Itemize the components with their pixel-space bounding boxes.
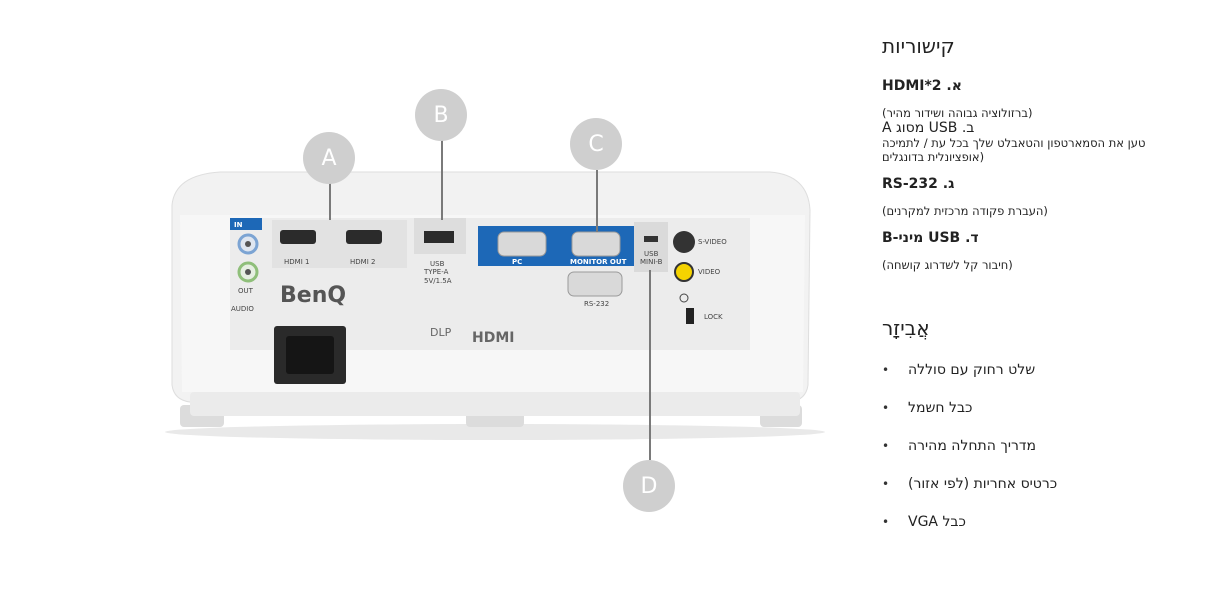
bullet-icon: • <box>882 363 890 377</box>
in-label: IN <box>234 221 243 229</box>
list-item: • כרטיס אחריות (לפי אזור) <box>882 474 1192 512</box>
hdmi2-label: HDMI 2 <box>350 258 376 266</box>
audio-label: AUDIO <box>231 305 254 313</box>
callout-badge-d: D <box>623 460 675 512</box>
callout-badge-b: B <box>415 89 467 141</box>
callout-badge-c: C <box>570 118 622 170</box>
connectivity-item-a-desc: (ברזולוציה גבוהה ושידור מהיר) <box>882 106 1033 120</box>
monitor-out-label: MONITOR OUT <box>570 258 627 266</box>
list-item: • כבל VGA <box>882 512 1192 550</box>
accessories-list: • שלט רחוק עם סוללה • כבל חשמל • מדריך התחל… <box>882 360 1192 550</box>
accessory-vga-cable: כבל VGA <box>908 514 966 530</box>
list-item: • מדריך התחלה מהירה <box>882 436 1192 474</box>
connectivity-item-d-desc: (חיבור קל לשדרוג קושחה) <box>882 258 1013 272</box>
connectivity-item-c-desc: (העברת פקודה מרכזית למקרנים) <box>882 204 1048 218</box>
list-item: • שלט רחוק עם סוללה <box>882 360 1192 398</box>
projector-illustration: BenQ DLP HDMI IN OUT AUDIO HDMI 1 HDMI 2… <box>165 89 825 512</box>
hdmi1-label: HDMI 1 <box>284 258 310 266</box>
lock-label: LOCK <box>704 313 723 321</box>
callout-line-b <box>441 140 443 220</box>
bullet-icon: • <box>882 477 890 491</box>
callout-line-a <box>329 180 331 220</box>
callout-line-c <box>596 170 598 232</box>
connectivity-item-b-desc: טען את הסמארטפון והטאבלט שלך בכל עת / לת… <box>882 136 1146 164</box>
usb-mini-b-label: MINI-B <box>640 258 663 266</box>
connectivity-item-b-head: ב. USB מסוג A <box>882 120 975 136</box>
usb-a-label: USB <box>430 260 445 268</box>
svg-text:BenQ: BenQ <box>280 283 346 308</box>
rs232-label: RS-232 <box>584 300 610 308</box>
accessory-remote: שלט רחוק עם סוללה <box>908 362 1036 378</box>
usb-a-type-label: TYPE-A <box>424 268 449 276</box>
usb-a-power-label: 5V/1.5A <box>424 277 452 285</box>
callout-badge-a: A <box>303 132 355 184</box>
connectivity-title: קישוריות <box>882 34 955 58</box>
accessories-title: אֲבִיזָר <box>882 316 930 340</box>
svg-text:DLP: DLP <box>430 326 452 339</box>
s-video-label: S-VIDEO <box>698 238 727 246</box>
accessory-quick-guide: מדריך התחלה מהירה <box>908 438 1037 454</box>
video-label: VIDEO <box>698 268 721 276</box>
accessory-power-cable: כבל חשמל <box>908 400 973 416</box>
connectivity-item-d-head: ד. USB מיני-B <box>882 230 979 246</box>
projector-back-panel-image: BenQ DLP HDMI <box>165 171 825 440</box>
pc-label: PC <box>512 258 523 266</box>
connectivity-item-a-head: א. HDMI*2 <box>882 78 962 94</box>
svg-text:HDMI: HDMI <box>472 330 514 346</box>
list-item: • כבל חשמל <box>882 398 1192 436</box>
bullet-icon: • <box>882 401 890 415</box>
bullet-icon: • <box>882 515 890 529</box>
usb-mini-label: USB <box>644 250 659 258</box>
out-label: OUT <box>238 287 253 295</box>
specs-panel: קישוריות א. HDMI*2 (ברזולוציה גבוהה ושיד… <box>860 0 1231 590</box>
callout-line-d <box>649 270 651 460</box>
bullet-icon: • <box>882 439 890 453</box>
accessory-warranty-card: כרטיס אחריות (לפי אזור) <box>908 476 1058 492</box>
connectivity-item-c-head: ג. RS-232 <box>882 176 955 192</box>
